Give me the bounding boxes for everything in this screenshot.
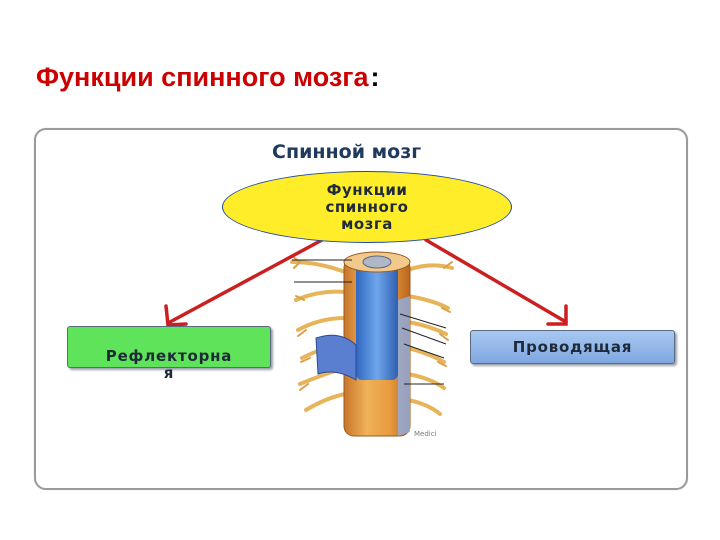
center-node-functions: Функции спинного мозга [222, 171, 512, 243]
arrow-to-reflex [164, 238, 324, 327]
slide-title: Функции спинного мозга: [36, 62, 380, 93]
arrow-to-conductive [424, 238, 568, 326]
node-conductive-label: Проводящая [512, 338, 633, 356]
watermark-text: Medici [414, 430, 437, 438]
center-node-label: Функции спинного мозга [325, 180, 409, 233]
slide-title-text: Функции спинного мозга [36, 62, 369, 92]
node-conductive: Проводящая [470, 330, 675, 364]
node-reflex: Рефлекторна я [67, 326, 271, 382]
slide-title-colon: : [370, 62, 380, 92]
diagram-heading: Спинной мозг [272, 141, 422, 163]
spinal-cord-illustration [290, 251, 454, 437]
node-reflex-label: Рефлекторна я [105, 347, 233, 382]
